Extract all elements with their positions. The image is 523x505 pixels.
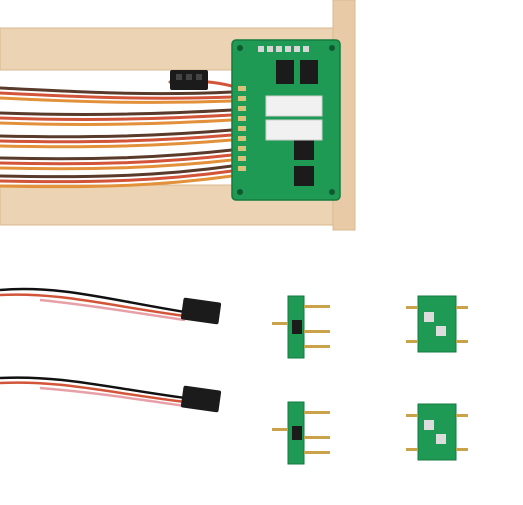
servo-plug-top xyxy=(170,70,208,90)
pcb-white-connectors xyxy=(265,95,323,141)
servo-plug-1 xyxy=(180,297,222,325)
sensor-module-2 xyxy=(272,401,330,465)
sensor-module-4 xyxy=(406,403,468,461)
pcb-top-pin-row xyxy=(258,46,309,52)
pcb-left-pads xyxy=(238,86,246,171)
servo-plug-2 xyxy=(180,385,222,413)
wire-bundle-4 xyxy=(0,148,234,171)
sensor-module-1 xyxy=(272,295,330,359)
pcb-black-headers xyxy=(276,60,318,186)
pcb-board xyxy=(231,39,341,201)
wire-bundle-2 xyxy=(0,108,234,126)
loose-servo-cable-1 xyxy=(0,287,186,322)
wire-bundle-3 xyxy=(0,128,234,149)
sensor-module-3 xyxy=(406,295,468,353)
loose-servo-cable-2 xyxy=(0,376,186,408)
wire-bundle-5 xyxy=(0,164,234,189)
servo-wires xyxy=(0,79,234,189)
wire-bundle-1 xyxy=(0,86,234,104)
